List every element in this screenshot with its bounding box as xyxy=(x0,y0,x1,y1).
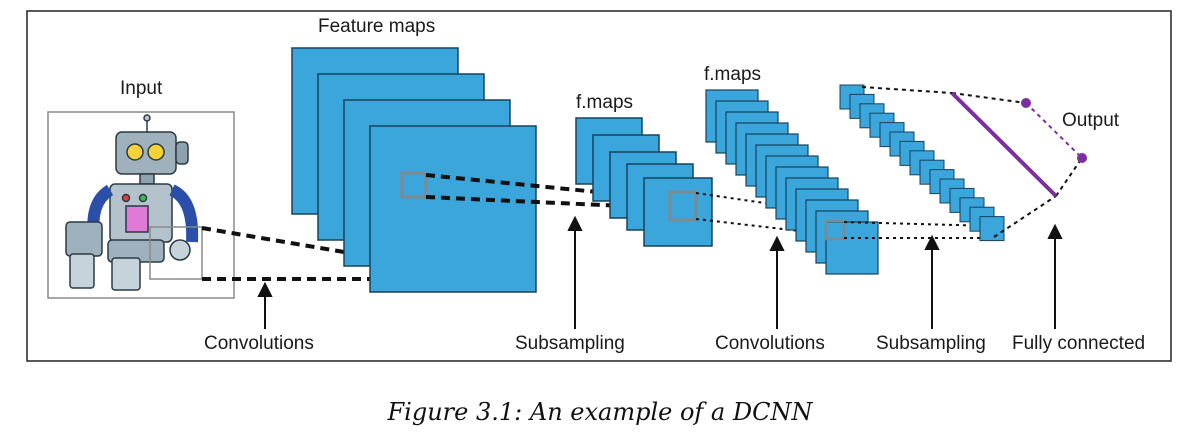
label-output: Output xyxy=(1062,110,1120,131)
up-arrow-icon xyxy=(567,215,583,329)
label-feature-maps: Feature maps xyxy=(318,16,436,37)
up-arrow-icon xyxy=(769,235,785,329)
fmaps-stack-1 xyxy=(575,117,713,247)
output-node xyxy=(1021,98,1031,108)
fully-connected-layer xyxy=(950,91,1058,198)
output-node xyxy=(1077,153,1087,163)
label-input: Input xyxy=(120,78,163,99)
fmap-receptive-field xyxy=(668,190,698,222)
up-arrow-icon xyxy=(1047,223,1063,329)
up-arrow-icon xyxy=(924,234,940,329)
robot-image xyxy=(65,114,199,291)
fmap-layer xyxy=(825,221,879,275)
figure-caption: Figure 3.1: An example of a DCNN xyxy=(387,398,813,426)
label-fmaps-1: f.maps xyxy=(576,92,634,113)
projection-line xyxy=(695,192,827,213)
fmap2-receptive-field xyxy=(824,219,846,241)
label-convolutions-2: Convolutions xyxy=(715,333,825,354)
fmaps-stack-2 xyxy=(705,89,879,275)
label-subsampling-1: Subsampling xyxy=(515,333,625,354)
label-fully-connected: Fully connected xyxy=(1012,333,1146,354)
input-receptive-field xyxy=(149,226,203,280)
label-subsampling-2: Subsampling xyxy=(876,333,986,354)
up-arrow-icon xyxy=(257,281,273,329)
output-connection xyxy=(1025,102,1083,159)
subsampled-maps-stack xyxy=(839,84,1005,242)
projection-line xyxy=(695,218,827,235)
fc-line xyxy=(861,86,953,94)
label-convolutions-1: Convolutions xyxy=(204,333,314,354)
subsampled-map-layer xyxy=(979,216,1005,242)
label-fmaps-2: f.maps xyxy=(704,64,762,85)
feature-map-receptive-field xyxy=(400,171,428,199)
